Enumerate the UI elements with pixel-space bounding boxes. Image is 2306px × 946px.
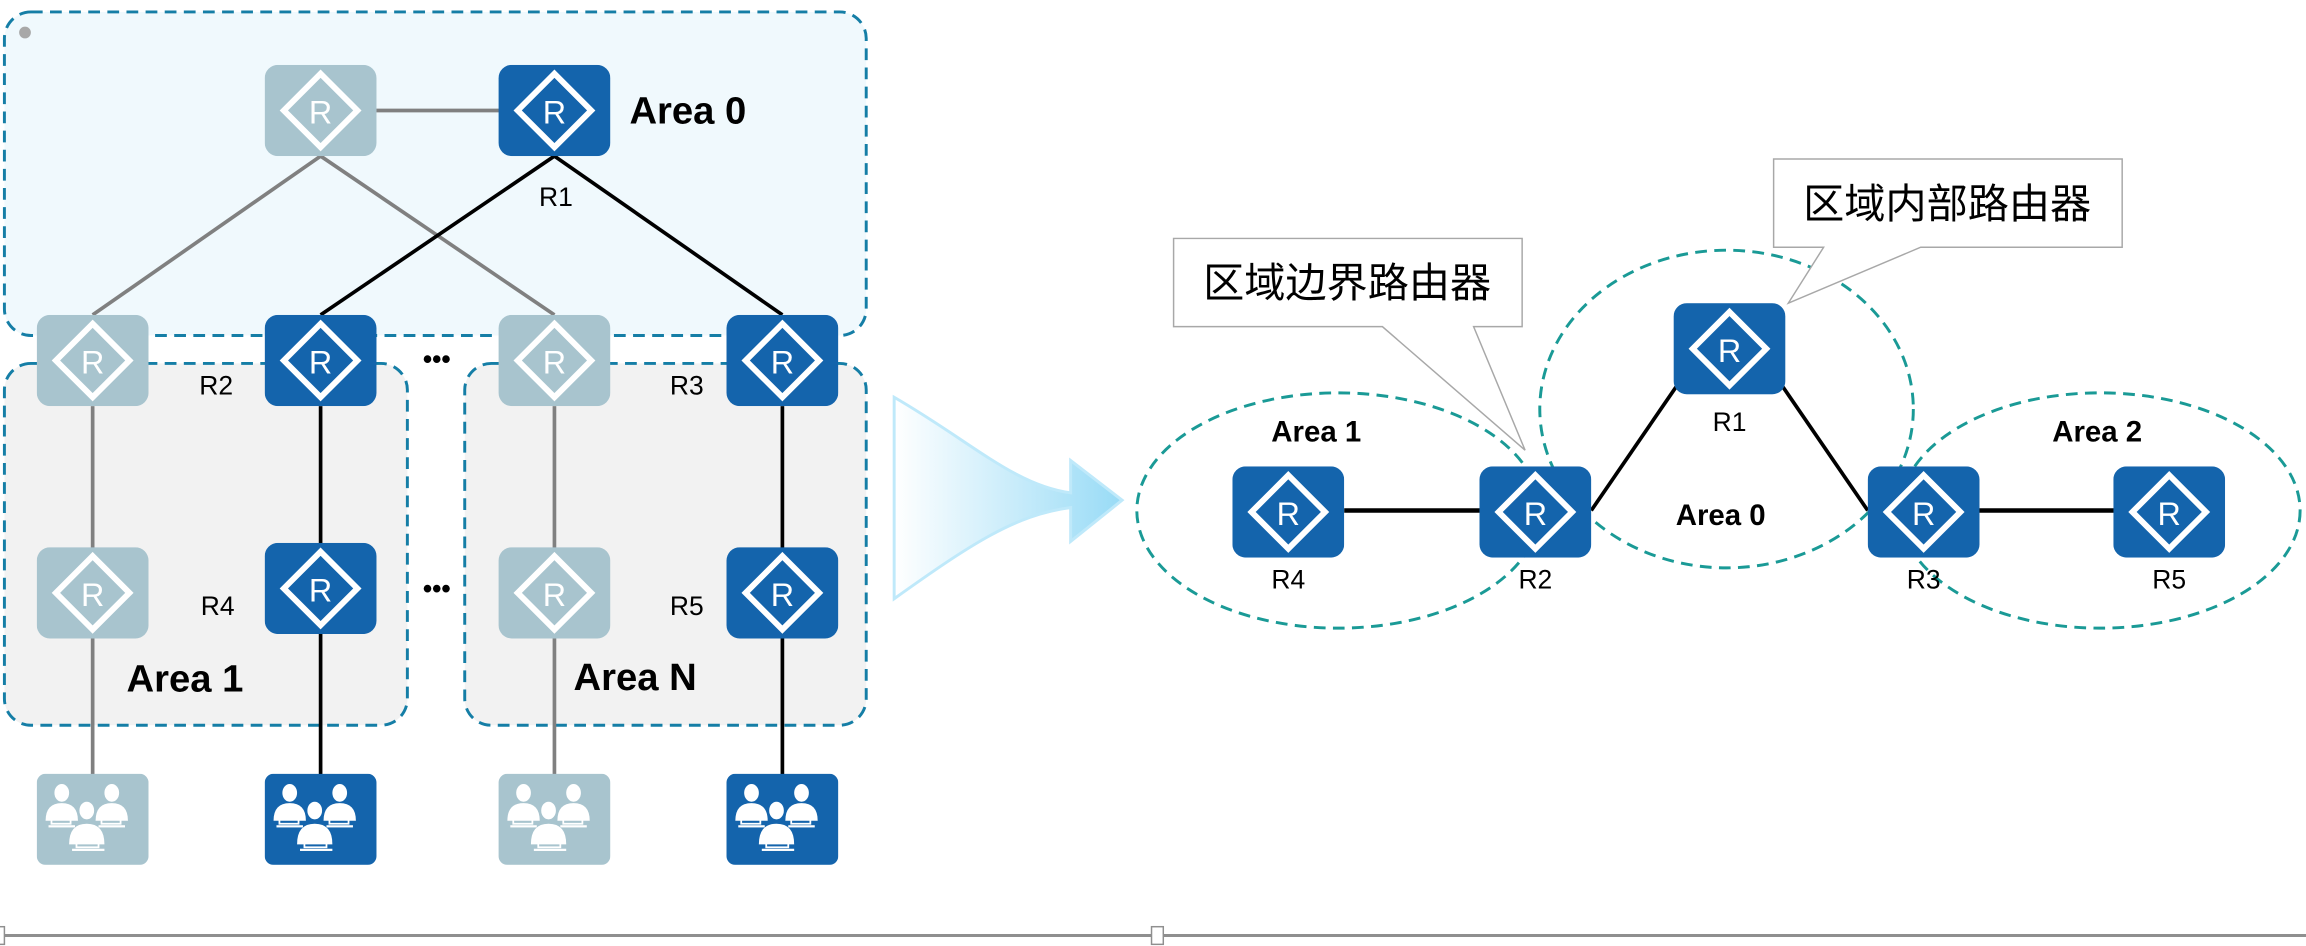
router-areaN-inactive-upper[interactable]: R [499,315,611,406]
link-inactive [91,154,322,317]
router-label-r2: R2 [199,370,233,400]
link-r2-r1 [1589,382,1680,512]
router-label-r5: R5 [2152,564,2186,594]
router-glyph: R [309,573,332,609]
ellipsis-lower: ••• [423,573,451,603]
callout-area-border-router: 区域边界路由器 [1172,237,1526,451]
router-glyph: R [1912,496,1935,532]
router-glyph: R [1524,496,1547,532]
right-ospf-diagram: 区域边界路由器 区域内部路由器 R R R R R Area 0 Area 1 … [1135,158,2302,630]
router-r3[interactable]: R [1868,466,1980,557]
bottom-selection-bar [0,925,2306,946]
router-backbone-inactive[interactable]: R [265,65,377,156]
callout-abr-text: 区域边界路由器 [1203,259,1491,307]
users-icon[interactable] [264,773,377,865]
corner-dot [19,26,31,39]
callout-internal-router: 区域内部路由器 [1772,158,2123,305]
router-area1-inactive-upper[interactable]: R [37,315,149,406]
link-r1-r2 [319,154,556,317]
area2-label: Area 2 [2052,415,2142,448]
router-glyph: R [771,577,794,613]
router-glyph: R [309,95,332,131]
router-label-r4: R4 [201,591,235,621]
router-r4[interactable]: R [265,543,377,634]
router-glyph: R [2158,496,2181,532]
router-glyph: R [543,577,566,613]
router-glyph: R [309,345,332,381]
router-glyph: R [771,345,794,381]
router-r1[interactable]: R [1674,303,1786,394]
router-label-r3: R3 [670,370,704,400]
router-glyph: R [543,345,566,381]
resize-handle-left[interactable] [0,925,6,946]
router-area1-inactive-lower[interactable]: R [37,547,149,638]
router-r2[interactable]: R [1479,466,1591,557]
router-r5[interactable]: R [2113,466,2225,557]
link-r1-r3 [553,154,784,317]
router-label-r1: R1 [539,182,573,212]
router-label-r2: R2 [1518,564,1552,594]
router-glyph: R [1718,333,1741,369]
area0-region [2,10,868,337]
router-label-r3: R3 [1907,564,1941,594]
router-glyph: R [543,95,566,131]
area0-region [1538,248,1915,570]
link-r1-r3 [1779,382,1870,512]
router-glyph: R [81,345,104,381]
area1-label: Area 1 [1271,415,1361,448]
resize-handle-middle[interactable] [1150,925,1165,946]
router-areaN-inactive-lower[interactable]: R [499,547,611,638]
router-label-r4: R4 [1271,564,1305,594]
users-icon[interactable] [726,773,839,865]
users-icon[interactable] [36,773,149,865]
router-r1[interactable]: R [499,65,611,156]
callout-internal-text: 区域内部路由器 [1803,180,2091,228]
area0-label: Area 0 [1676,499,1766,532]
router-r5[interactable]: R [727,547,839,638]
area1-label: Area 1 [126,657,243,700]
router-r2[interactable]: R [265,315,377,406]
area0-label: Area 0 [629,90,746,133]
router-r3[interactable]: R [727,315,839,406]
router-label-r1: R1 [1713,407,1747,437]
router-r4[interactable]: R [1232,466,1344,557]
ellipsis-upper: ••• [423,344,451,374]
left-hierarchy-diagram: R R R R R R R R [2,10,868,865]
router-glyph: R [81,577,104,613]
router-label-r5: R5 [670,591,704,621]
users-icon[interactable] [498,773,611,865]
router-glyph: R [1277,496,1300,532]
areaN-label: Area N [574,656,697,699]
transition-arrow-icon [892,394,1125,602]
